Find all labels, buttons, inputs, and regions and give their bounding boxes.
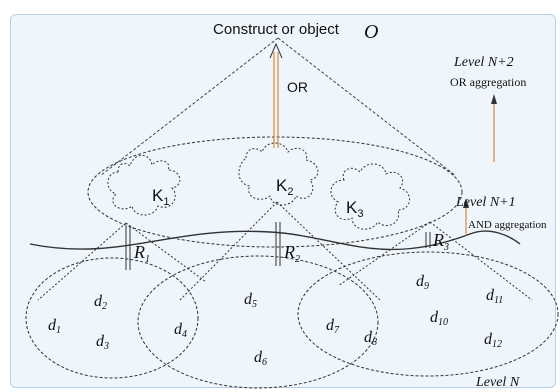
or-label: OR <box>287 79 308 95</box>
data-d2-label: d2 <box>94 293 107 312</box>
construct-k2-piece <box>238 142 319 206</box>
construct-layer-ellipse <box>87 136 463 248</box>
data-ellipse-middle <box>137 255 379 389</box>
or-arrow <box>269 42 283 148</box>
data-ellipses <box>25 251 559 389</box>
data-ellipse-left <box>25 257 199 379</box>
data-d4-label: d4 <box>174 321 187 340</box>
relation-r2-label: R2 <box>283 242 300 265</box>
top-cone <box>99 37 457 177</box>
construct-k3-label: K3 <box>346 198 363 220</box>
level-top-label: Level N+2 <box>453 55 514 70</box>
relation-shafts <box>125 222 431 270</box>
diagram-title: Construct or object <box>213 21 340 38</box>
data-d11-label: d11 <box>486 287 503 306</box>
object-symbol: O <box>364 21 378 43</box>
data-d10-label: d10 <box>430 309 448 328</box>
lower-cones <box>37 201 533 301</box>
data-d6-label: d6 <box>254 349 267 368</box>
construct-k3-piece <box>330 163 410 230</box>
data-d8-label: d8 <box>364 329 377 348</box>
data-ellipse-right <box>297 251 559 377</box>
data-d7-label: d7 <box>326 317 340 336</box>
data-d1-label: d1 <box>48 317 61 336</box>
construct-k2-label: K2 <box>276 176 293 198</box>
level-middle-label: Level N+1 <box>455 195 516 210</box>
diagram-panel <box>10 14 556 388</box>
level-middle-note: AND aggregation <box>468 219 547 231</box>
relation-r3-label: R3 <box>432 230 449 253</box>
data-d3-label: d3 <box>96 333 109 352</box>
data-d9-label: d9 <box>416 273 429 292</box>
data-d5-label: d5 <box>244 291 257 310</box>
level-arrows <box>463 94 497 234</box>
level-top-note: OR aggregation <box>450 75 526 89</box>
data-d12-label: d12 <box>484 331 502 350</box>
relation-r1-label: R1 <box>133 242 150 265</box>
construct-k1-piece <box>107 154 181 216</box>
construct-k1-label: K1 <box>152 186 169 208</box>
level-bottom-label: Level N <box>475 375 520 390</box>
